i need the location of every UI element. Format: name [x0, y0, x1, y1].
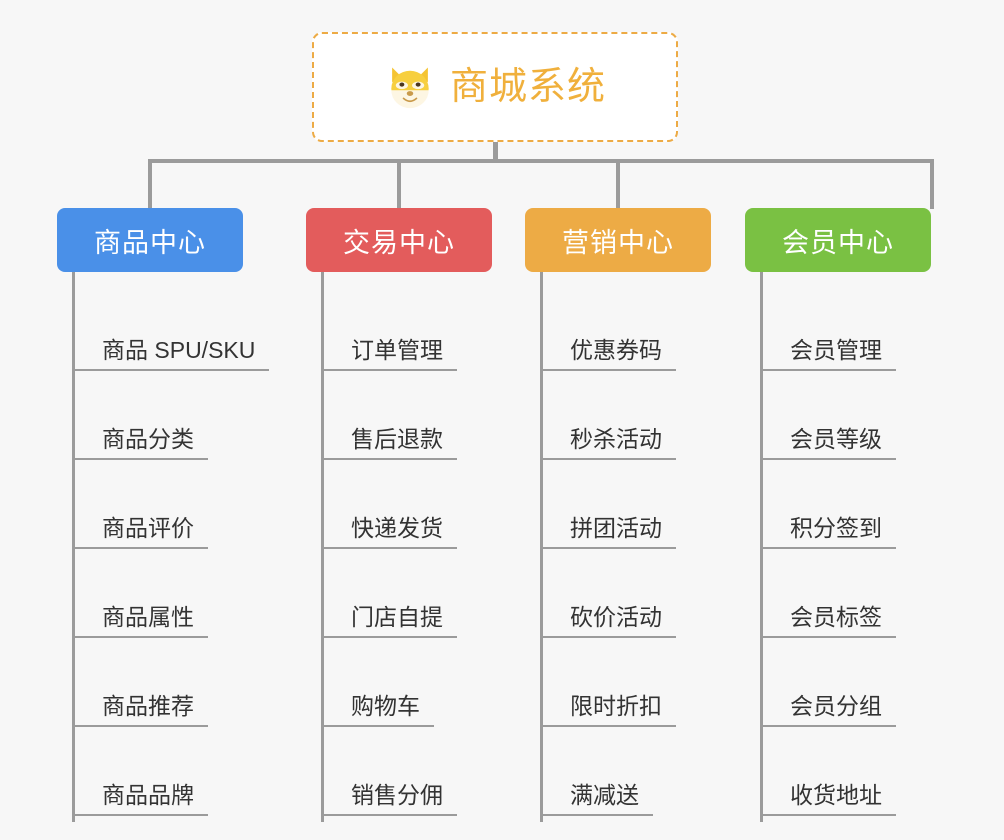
connector-drop-column-3 — [616, 159, 620, 209]
list-item-label: 商品属性 — [102, 603, 194, 630]
list-item[interactable]: 门店自提 — [306, 549, 492, 638]
list-item-label: 快递发货 — [351, 514, 443, 541]
list-item-label: 购物车 — [351, 692, 420, 719]
list-item[interactable]: 优惠券码 — [525, 282, 711, 371]
column-marketing-center: 营销中心 优惠券码 秒杀活动 拼团活动 砍价活动 限时折扣 满减送 — [525, 208, 711, 822]
list-item-label: 会员等级 — [790, 425, 882, 452]
list-item-label: 商品品牌 — [102, 781, 194, 808]
list-item-label: 积分签到 — [790, 514, 882, 541]
list-item-label: 售后退款 — [351, 425, 443, 452]
root-title: 商城系统 — [449, 66, 606, 108]
column-header-label: 商品中心 — [94, 227, 206, 258]
list-item[interactable]: 秒杀活动 — [525, 371, 711, 460]
list-item[interactable]: 会员分组 — [745, 638, 931, 727]
list-item-label: 拼团活动 — [570, 514, 662, 541]
list-item[interactable]: 商品分类 — [57, 371, 243, 460]
connector-drop-column-1 — [148, 159, 152, 209]
list-item-label: 商品推荐 — [102, 692, 194, 719]
column-member-center: 会员中心 会员管理 会员等级 积分签到 会员标签 会员分组 收货地址 — [745, 208, 931, 822]
list-item-label: 收货地址 — [790, 781, 882, 808]
list-item[interactable]: 商品推荐 — [57, 638, 243, 727]
column-header-label: 营销中心 — [562, 227, 674, 258]
list-item[interactable]: 会员管理 — [745, 282, 931, 371]
list-item[interactable]: 砍价活动 — [525, 549, 711, 638]
column-header-marketing-center[interactable]: 营销中心 — [525, 208, 711, 272]
column-header-product-center[interactable]: 商品中心 — [57, 208, 243, 272]
list-item[interactable]: 销售分佣 — [306, 727, 492, 816]
list-item[interactable]: 售后退款 — [306, 371, 492, 460]
list-item[interactable]: 商品评价 — [57, 460, 243, 549]
column-trade-center: 交易中心 订单管理 售后退款 快递发货 门店自提 购物车 销售分佣 — [306, 208, 492, 822]
list-item-label: 订单管理 — [351, 336, 443, 363]
connector-root-stub — [493, 142, 498, 163]
column-header-member-center[interactable]: 会员中心 — [745, 208, 931, 272]
list-item-label: 砍价活动 — [570, 603, 662, 630]
leaf-list-product-center: 商品 SPU/SKU 商品分类 商品评价 商品属性 商品推荐 商品品牌 — [57, 272, 270, 822]
column-header-label: 交易中心 — [343, 227, 455, 258]
list-item[interactable]: 订单管理 — [306, 282, 492, 371]
column-product-center: 商品中心 商品 SPU/SKU 商品分类 商品评价 商品属性 商品推荐 商品品牌 — [57, 208, 270, 822]
list-item-label: 商品 SPU/SKU — [102, 336, 256, 363]
connector-drop-column-4 — [930, 159, 934, 209]
list-item-label: 会员标签 — [790, 603, 882, 630]
list-item[interactable]: 购物车 — [306, 638, 492, 727]
list-item[interactable]: 积分签到 — [745, 460, 931, 549]
list-item[interactable]: 拼团活动 — [525, 460, 711, 549]
list-item-label: 会员分组 — [790, 692, 882, 719]
list-item[interactable]: 商品属性 — [57, 549, 243, 638]
list-item[interactable]: 限时折扣 — [525, 638, 711, 727]
list-item-label: 商品分类 — [102, 425, 194, 452]
list-item[interactable]: 收货地址 — [745, 727, 931, 816]
list-item[interactable]: 商品品牌 — [57, 727, 243, 816]
list-item-label: 会员管理 — [790, 336, 882, 363]
list-item-label: 商品评价 — [102, 514, 194, 541]
column-header-label: 会员中心 — [782, 227, 894, 258]
leaf-list-marketing-center: 优惠券码 秒杀活动 拼团活动 砍价活动 限时折扣 满减送 — [525, 272, 711, 822]
list-item[interactable]: 快递发货 — [306, 460, 492, 549]
leaf-list-trade-center: 订单管理 售后退款 快递发货 门店自提 购物车 销售分佣 — [306, 272, 492, 822]
list-item-label: 销售分佣 — [351, 781, 443, 808]
leaf-list-member-center: 会员管理 会员等级 积分签到 会员标签 会员分组 收货地址 — [745, 272, 931, 822]
list-item-label: 限时折扣 — [570, 692, 662, 719]
list-item-label: 优惠券码 — [570, 336, 662, 363]
list-item[interactable]: 商品 SPU/SKU — [57, 282, 270, 371]
column-header-trade-center[interactable]: 交易中心 — [306, 208, 492, 272]
list-item-label: 满减送 — [570, 781, 639, 808]
shiba-dog-face-icon — [384, 61, 436, 113]
list-item-label: 秒杀活动 — [570, 425, 662, 452]
list-item-label: 门店自提 — [351, 603, 443, 630]
root-node[interactable]: 商城系统 — [312, 32, 678, 142]
list-item[interactable]: 会员等级 — [745, 371, 931, 460]
connector-drop-column-2 — [397, 159, 401, 209]
connector-horizontal-bus — [148, 159, 934, 163]
list-item[interactable]: 满减送 — [525, 727, 711, 816]
list-item[interactable]: 会员标签 — [745, 549, 931, 638]
